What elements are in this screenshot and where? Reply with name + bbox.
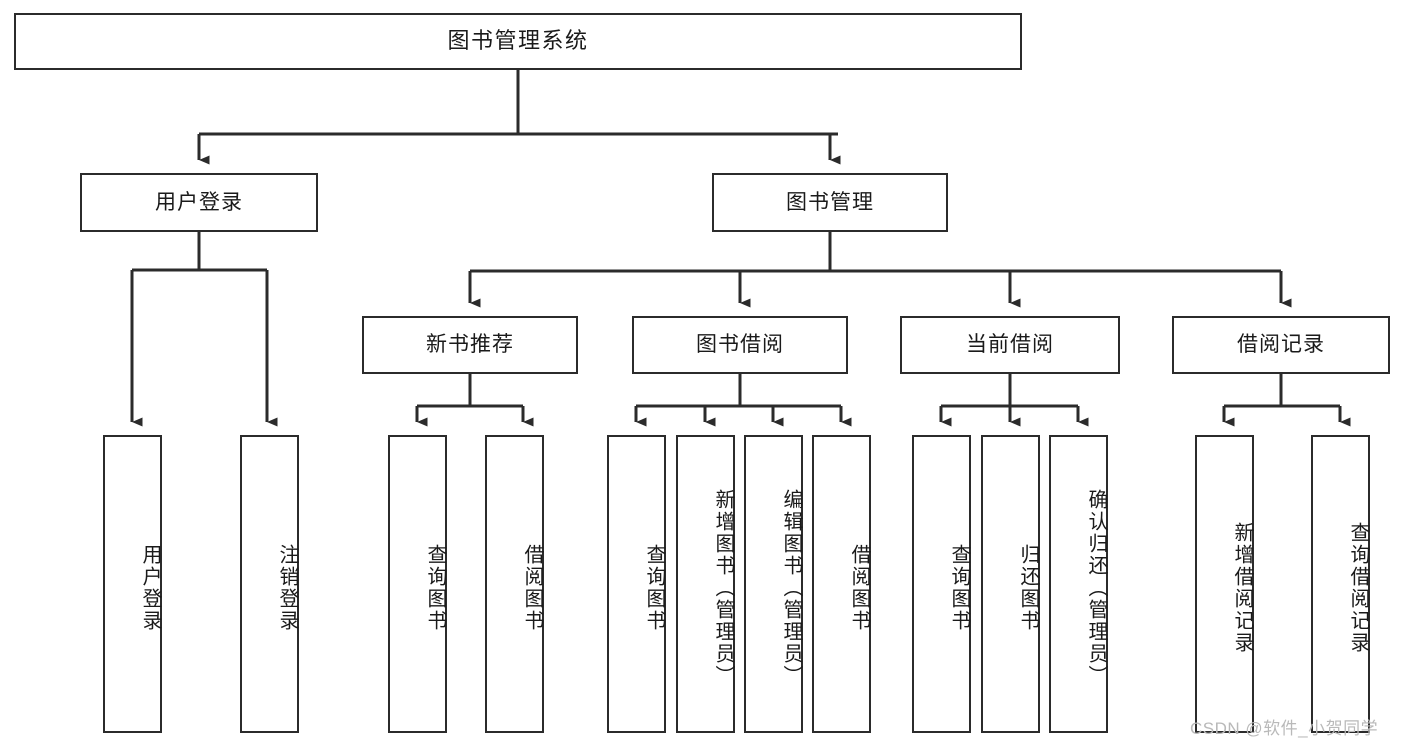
- node-borrow-record[interactable]: 借阅记录: [1172, 316, 1390, 374]
- node-book-borrow[interactable]: 图书借阅: [632, 316, 848, 374]
- leaf-logout-login[interactable]: 注销登录: [240, 435, 299, 733]
- leaf-query-book-3[interactable]: 查询图书: [912, 435, 971, 733]
- node-label: 图书借阅: [696, 333, 784, 357]
- node-label: 图书管理: [786, 190, 874, 214]
- node-label: 新书推荐: [426, 333, 514, 357]
- leaf-borrow-book-2[interactable]: 借阅图书: [812, 435, 871, 733]
- node-label: 查询图书: [948, 544, 970, 632]
- leaf-add-book[interactable]: 新增图书（管理员）: [676, 435, 735, 733]
- node-label: 查询借阅记录: [1347, 522, 1369, 654]
- node-label: 注销登录: [276, 544, 298, 632]
- node-label: 用户登录: [139, 544, 161, 632]
- node-label: 借阅图书: [848, 544, 870, 632]
- leaf-query-book-1[interactable]: 查询图书: [388, 435, 447, 733]
- node-label: 当前借阅: [966, 333, 1054, 357]
- leaf-query-record[interactable]: 查询借阅记录: [1311, 435, 1370, 733]
- node-user-login[interactable]: 用户登录: [80, 173, 318, 232]
- leaf-borrow-book-1[interactable]: 借阅图书: [485, 435, 544, 733]
- node-current-borrow[interactable]: 当前借阅: [900, 316, 1120, 374]
- node-new-book-recommend[interactable]: 新书推荐: [362, 316, 578, 374]
- leaf-add-record[interactable]: 新增借阅记录: [1195, 435, 1254, 733]
- node-label: 查询图书: [643, 544, 665, 632]
- node-label: 新增图书（管理员）: [712, 489, 734, 687]
- node-label: 图书管理系统: [447, 28, 589, 54]
- leaf-confirm-return[interactable]: 确认归还（管理员）: [1049, 435, 1108, 733]
- leaf-return-book[interactable]: 归还图书: [981, 435, 1040, 733]
- node-label: 确认归还（管理员）: [1085, 489, 1107, 687]
- node-label: 编辑图书（管理员）: [780, 489, 802, 687]
- leaf-edit-book[interactable]: 编辑图书（管理员）: [744, 435, 803, 733]
- csdn-watermark: CSDN @软件_小贺同学: [1190, 719, 1379, 738]
- node-label: 归还图书: [1017, 544, 1039, 632]
- leaf-query-book-2[interactable]: 查询图书: [607, 435, 666, 733]
- node-book-manage[interactable]: 图书管理: [712, 173, 948, 232]
- leaf-user-login[interactable]: 用户登录: [103, 435, 162, 733]
- node-label: 借阅记录: [1237, 333, 1325, 357]
- node-system-title[interactable]: 图书管理系统: [14, 13, 1022, 70]
- node-label: 借阅图书: [521, 544, 543, 632]
- node-label: 查询图书: [424, 544, 446, 632]
- node-label: 用户登录: [155, 190, 243, 214]
- node-label: 新增借阅记录: [1231, 522, 1253, 654]
